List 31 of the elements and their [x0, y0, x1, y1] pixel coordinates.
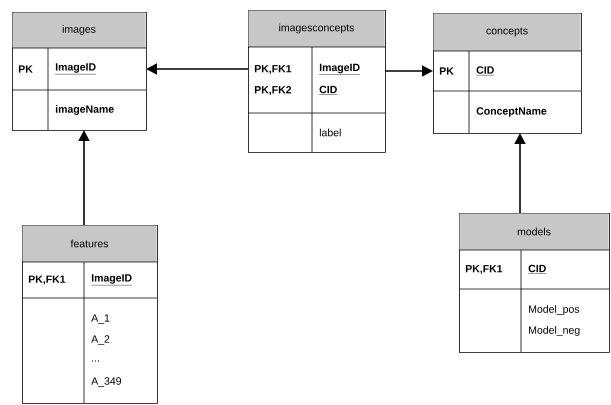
entity-table	[12, 12, 147, 131]
key-label: PK,FK1	[254, 65, 292, 74]
column-name: ImageID	[55, 63, 96, 74]
column-name: CID	[319, 86, 338, 95]
table-title: features	[70, 240, 108, 248]
table-title: images	[62, 25, 96, 35]
column-name: CID	[476, 66, 494, 76]
column-name: ImageID	[319, 64, 360, 75]
entity-table	[432, 13, 582, 134]
column-name: imageName	[56, 105, 114, 115]
key-label: PK,FK2	[254, 86, 292, 95]
key-label: PK,FK1	[466, 265, 502, 274]
entity-table	[248, 10, 386, 153]
column-name: label	[320, 128, 341, 136]
column-name: ConceptName	[476, 107, 546, 117]
table-title: imagesconcepts	[279, 24, 354, 34]
column-name: ImageID	[91, 274, 132, 286]
key-label: PK	[18, 65, 33, 73]
entity-table	[458, 213, 610, 353]
column-name: A_349	[91, 377, 122, 387]
table-title: concepts	[486, 28, 528, 36]
column-name: Model_pos	[529, 305, 580, 315]
column-name: Model_neg	[529, 326, 580, 336]
entity-table	[22, 225, 158, 404]
column-name: ...	[92, 360, 99, 362]
key-label: PK,FK1	[28, 276, 66, 284]
column-name: CID	[528, 264, 546, 274]
key-label: PK	[440, 67, 454, 75]
column-name: A_1	[91, 314, 110, 324]
table-title: models	[518, 228, 551, 236]
column-name: A_2	[91, 335, 110, 345]
